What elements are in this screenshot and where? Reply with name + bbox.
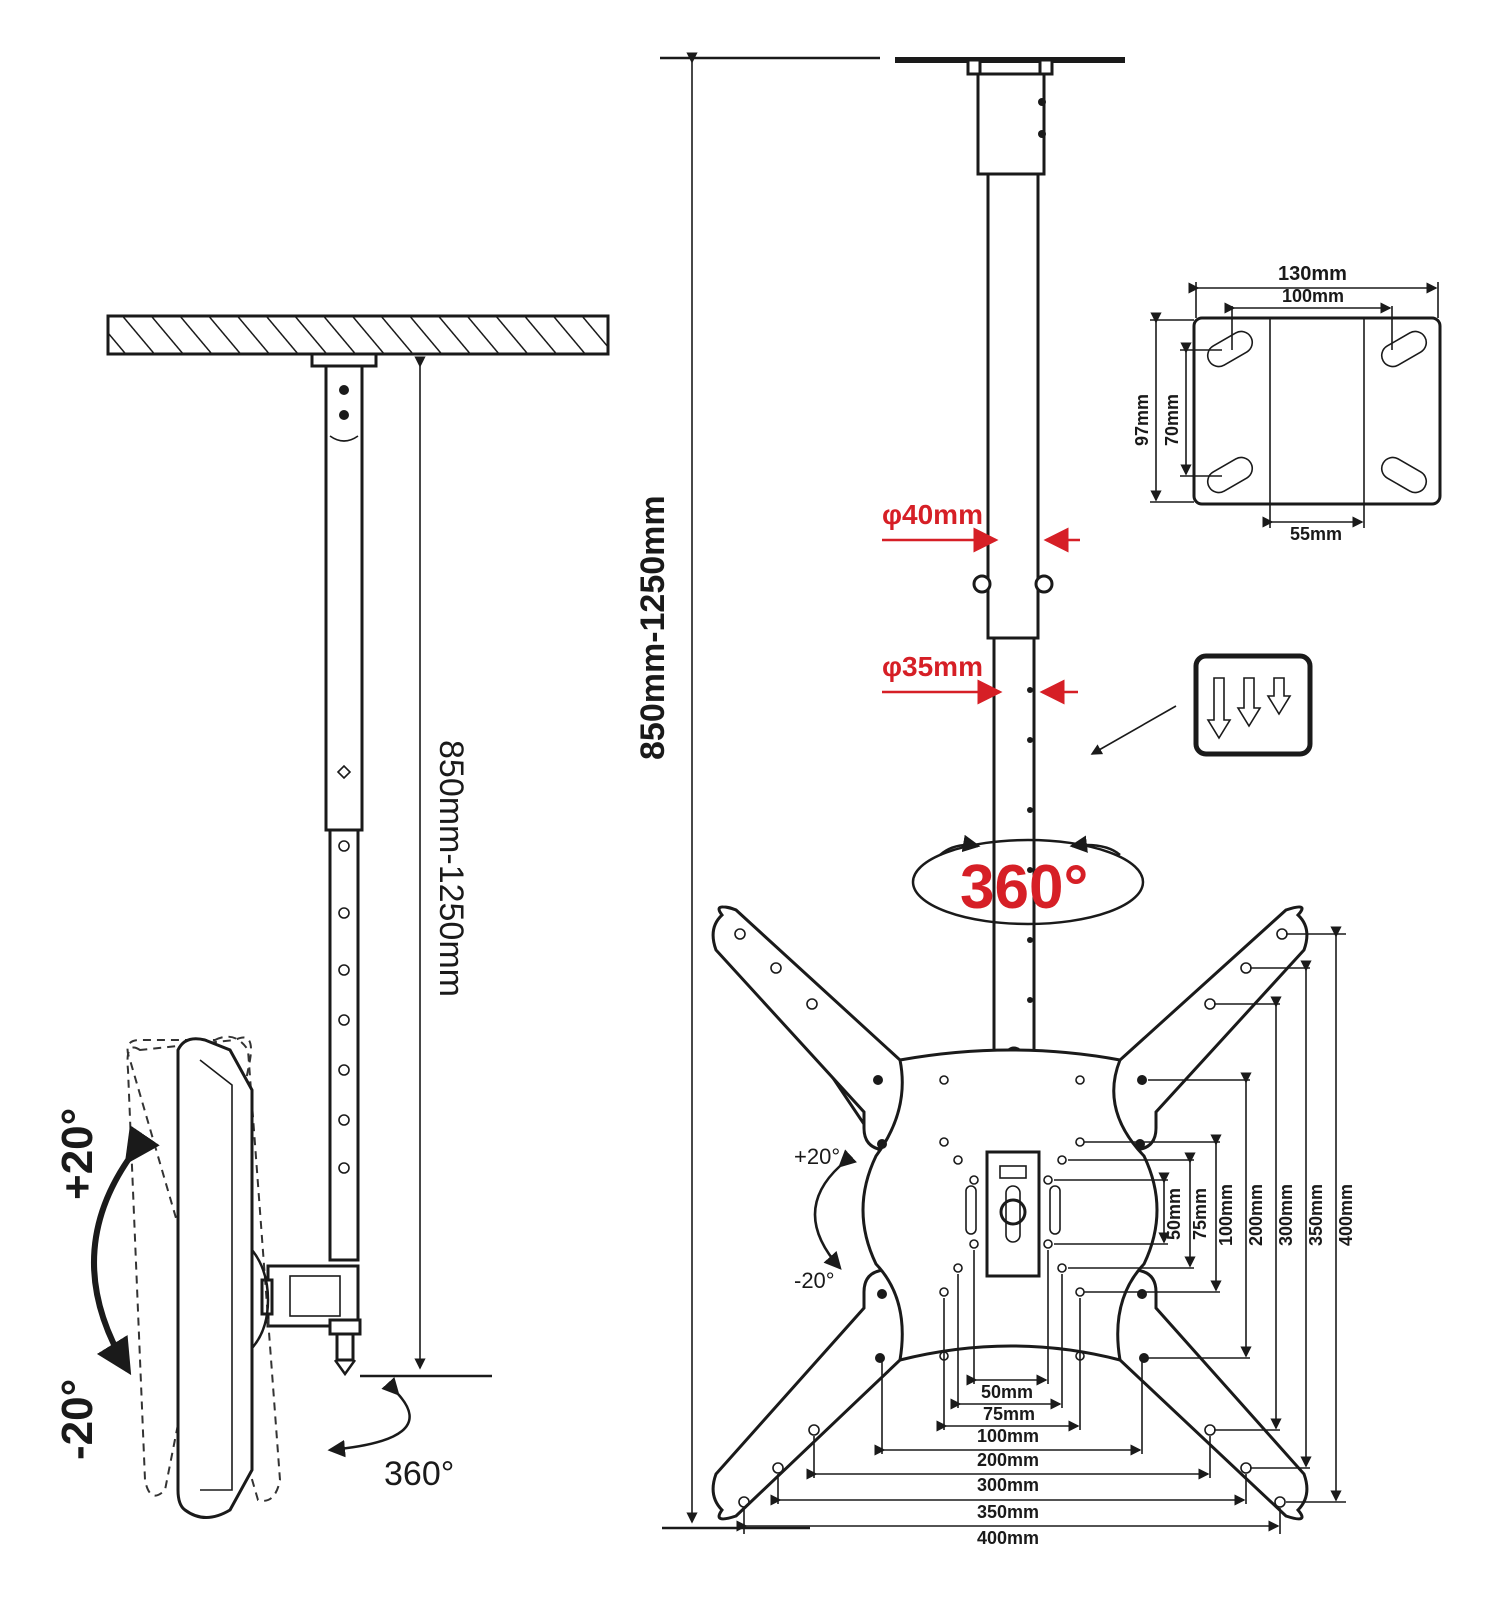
side-rotation-label: 360° — [384, 1455, 454, 1493]
inner-tube — [992, 636, 1036, 1060]
front-tilt-down-label: -20° — [794, 1268, 835, 1293]
vesa-h-350: 350mm — [977, 1502, 1039, 1522]
front-view: φ40mm φ35mm 850mm-1250mm 360° — [634, 52, 1356, 1548]
vesa-plate — [711, 905, 1309, 1521]
vesa-v-350: 350mm — [1306, 1184, 1326, 1246]
tube-inner-label: φ35mm — [882, 651, 983, 682]
vesa-h-200: 200mm — [977, 1450, 1039, 1470]
plate-inner-height: 70mm — [1162, 394, 1182, 446]
vesa-horizontal-dims: 50mm 75mm 100mm 200mm 300mm 350mm 400m — [736, 1250, 1281, 1548]
tilt-bracket — [260, 1264, 362, 1377]
ceiling-plate — [310, 352, 378, 368]
ceiling-slab — [106, 314, 610, 356]
rotation-ellipse — [911, 838, 1145, 926]
vesa-v-400: 400mm — [1336, 1184, 1356, 1246]
front-rotation-label: 360° — [960, 853, 1088, 922]
plate-outer-height: 97mm — [1132, 394, 1152, 446]
vesa-h-50: 50mm — [981, 1382, 1033, 1402]
tilt-ghost-outlines — [126, 1035, 282, 1502]
side-view: 850mm-1250mm +20° -20° 360° — [53, 314, 610, 1519]
vesa-h-75: 75mm — [983, 1404, 1035, 1424]
vesa-h-100: 100mm — [977, 1426, 1039, 1446]
plate-outer-width: 130mm — [1278, 263, 1347, 285]
vesa-v-100: 100mm — [1216, 1184, 1236, 1246]
tube-holes — [338, 840, 350, 1174]
front-tilt-up-label: +20° — [794, 1144, 840, 1169]
side-height-label: 850mm-1250mm — [432, 740, 470, 997]
front-height-label: 850mm-1250mm — [634, 495, 672, 760]
vesa-holes — [734, 928, 1288, 1508]
lower-tube — [328, 828, 360, 1262]
side-tilt-down-label: -20° — [53, 1379, 102, 1460]
outer-tube — [986, 172, 1040, 640]
ceiling-bracket — [966, 58, 1054, 176]
plate-inner-width: 100mm — [1282, 286, 1344, 306]
vesa-v-75: 75mm — [1190, 1188, 1210, 1240]
side-tilt-up-label: +20° — [53, 1108, 102, 1200]
tube-outer-label: φ40mm — [882, 499, 983, 530]
vesa-v-50: 50mm — [1164, 1188, 1184, 1240]
ceiling-plate-detail: 130mm 100mm 97mm 70mm 55mm — [1132, 263, 1442, 544]
vesa-v-200: 200mm — [1246, 1184, 1266, 1246]
plate-bottom-width: 55mm — [1290, 524, 1342, 544]
inner-tube-holes — [1027, 687, 1033, 1003]
vesa-v-300: 300mm — [1276, 1184, 1296, 1246]
adjust-arrows-icon — [1193, 653, 1313, 757]
vesa-h-400: 400mm — [977, 1528, 1039, 1548]
upper-tube — [324, 364, 364, 832]
vesa-vertical-dims: 50mm 75mm 100mm 200mm 300mm 350mm 400m — [1054, 926, 1356, 1503]
vesa-h-300: 300mm — [977, 1475, 1039, 1495]
tv-panel-side — [176, 1037, 270, 1519]
